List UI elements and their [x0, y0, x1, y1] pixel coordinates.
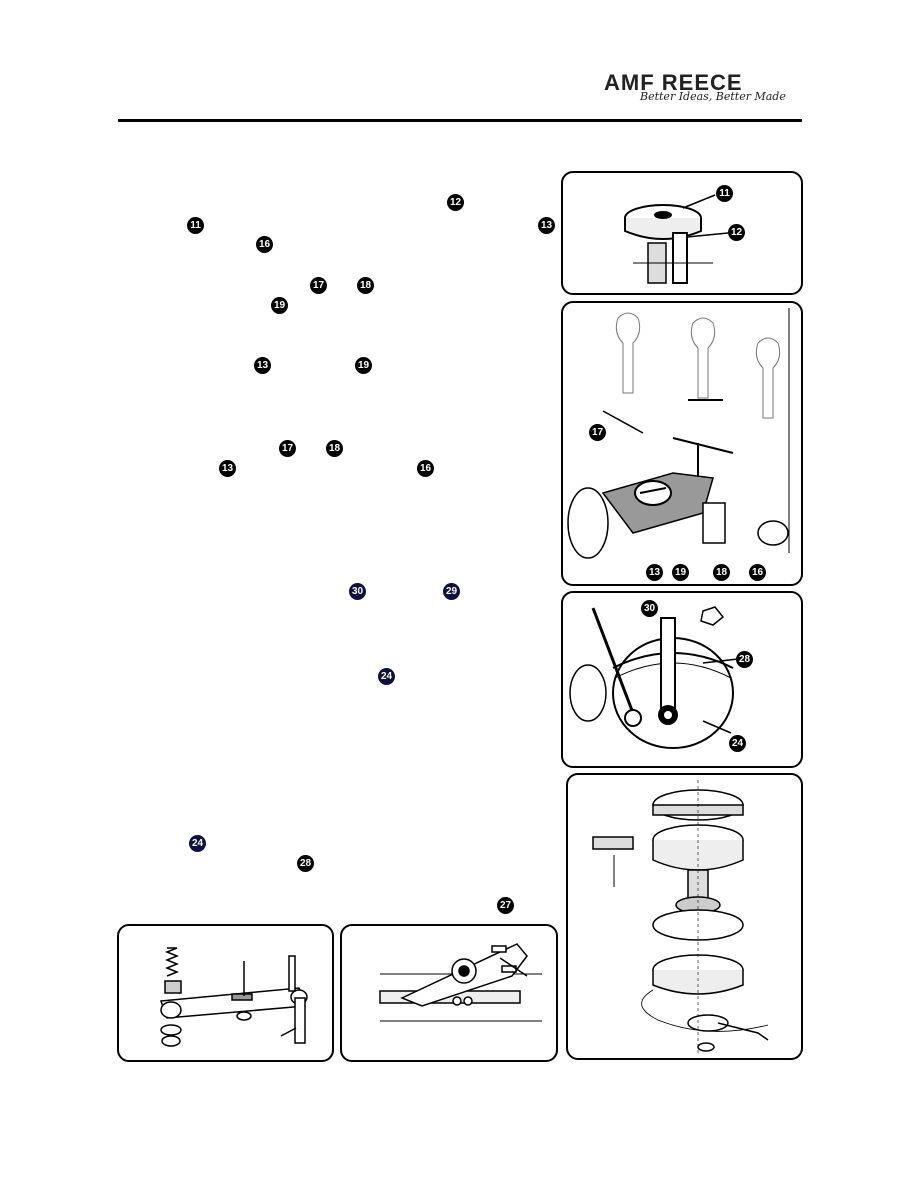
ref-marker: 18 [326, 440, 343, 457]
ref-marker: 19 [355, 357, 372, 374]
ref-marker: 16 [256, 236, 273, 253]
callout: 19 [672, 564, 689, 581]
ref-marker: 29 [443, 583, 460, 600]
ref-marker: 24 [189, 835, 206, 852]
ref-marker: 24 [378, 668, 395, 685]
ref-marker: 19 [271, 297, 288, 314]
figure-2-illustration [567, 308, 790, 559]
figure-5-illustration [159, 947, 308, 1047]
figure-2-panel: 17 13 19 18 16 [561, 301, 803, 586]
figure-6-illustration [379, 943, 542, 1022]
ref-marker: 28 [297, 855, 314, 872]
callout: 30 [641, 600, 658, 617]
ref-marker: 18 [357, 277, 374, 294]
figure-3-illustration [569, 606, 739, 749]
ref-marker: 13 [538, 217, 555, 234]
ref-marker: 13 [254, 357, 271, 374]
callout: 13 [646, 564, 663, 581]
figure-5-panel [117, 924, 334, 1062]
ref-marker: 11 [187, 217, 204, 234]
callout: 11 [716, 185, 733, 202]
callout: 17 [589, 424, 606, 441]
ref-marker: 13 [219, 460, 236, 477]
ref-marker: 17 [310, 277, 327, 294]
ref-marker: 17 [279, 440, 296, 457]
callout: 18 [713, 564, 730, 581]
ref-marker: 27 [497, 897, 514, 914]
callout: 24 [729, 735, 746, 752]
figure-1-illustration [624, 194, 729, 284]
figure-3-panel: 30 28 24 [561, 591, 803, 768]
ref-marker: 16 [417, 460, 434, 477]
header-rule [118, 119, 802, 122]
ref-marker: 30 [349, 583, 366, 600]
figure-4-illustration [592, 780, 769, 1055]
callout: 16 [749, 564, 766, 581]
ref-marker: 12 [447, 194, 464, 211]
brand-logo: AMF REECE [604, 70, 743, 95]
callout: 12 [728, 224, 745, 241]
figure-1-panel: 11 12 [561, 171, 803, 295]
figure-4-panel [566, 773, 803, 1060]
brand-tagline: Better Ideas, Better Made [640, 90, 786, 103]
figure-6-panel [340, 924, 558, 1062]
callout: 28 [736, 651, 753, 668]
